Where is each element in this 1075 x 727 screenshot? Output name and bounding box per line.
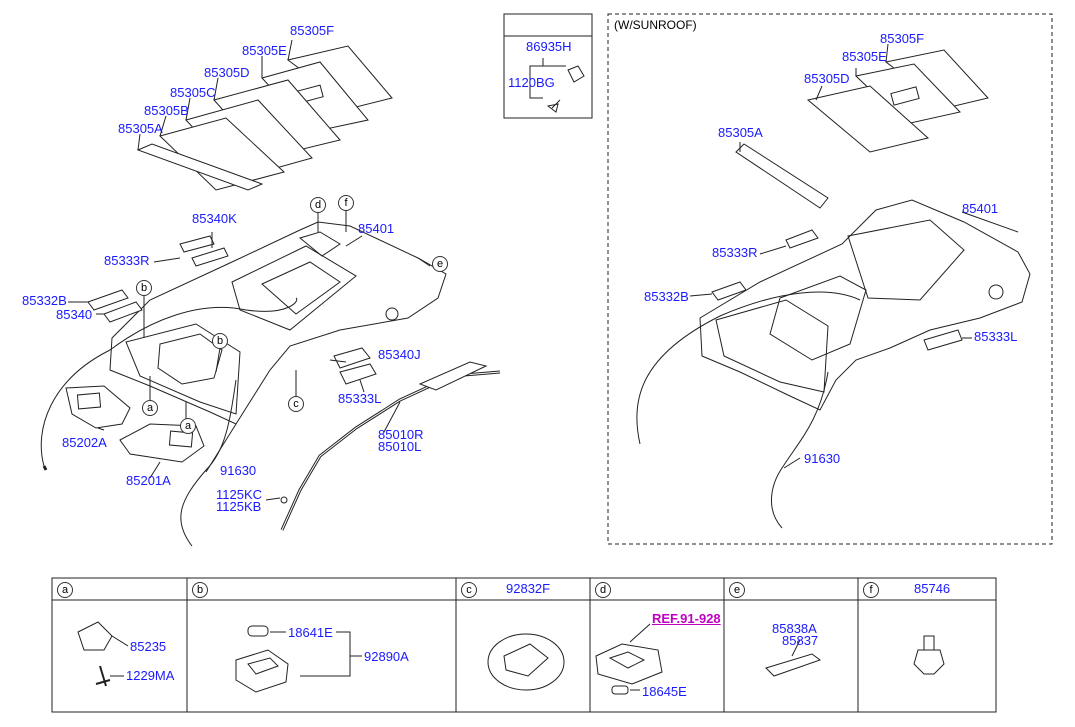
sunroof-label-85333L: 85333L (974, 329, 1018, 344)
table-letter-e: e (729, 582, 745, 598)
label-1120BG: 1120BG (508, 75, 555, 90)
label-18645E: 18645E (642, 684, 687, 699)
label-85305E: 85305E (242, 43, 287, 58)
sunroof-label-85332B: 85332B (644, 289, 689, 304)
label-92890A: 92890A (364, 649, 409, 664)
label-85837: 85837 (782, 633, 819, 648)
sunroof-label-85305E: 85305E (842, 49, 887, 64)
label-91630: 91630 (220, 463, 257, 478)
part-85235-icon (77, 621, 113, 651)
cover-92832F-icon (487, 633, 565, 691)
curtain-airbag-85010 (280, 361, 501, 531)
label-85340K: 85340K (192, 211, 237, 226)
table-letter-b: b (192, 582, 208, 598)
label-85401: 85401 (358, 221, 395, 236)
callout-e: e (432, 256, 448, 272)
label-86935H: 86935H (526, 39, 572, 54)
bulb-18641E-icon (247, 625, 269, 637)
bolt-1120BG (546, 99, 561, 113)
label-85340J: 85340J (378, 347, 421, 362)
handle-85340K (179, 235, 229, 267)
sunvisor-85201A (119, 423, 205, 463)
table-head-85746: 85746 (914, 581, 951, 596)
label-85202A: 85202A (62, 435, 107, 450)
label-85010L: 85010L (378, 439, 422, 454)
lamp-92890A-icon (235, 649, 289, 693)
label-85305B: 85305B (144, 103, 189, 118)
headliner-85401 (109, 221, 447, 425)
label-1125KB: 1125KB (216, 499, 262, 514)
ref-link-91-928[interactable]: REF.91-928 (652, 611, 721, 626)
clip-86935H (567, 65, 585, 83)
bulb-18645E-icon (611, 685, 629, 695)
label-85838A: 85838A (772, 621, 817, 636)
label-85201A: 85201A (126, 473, 171, 488)
table-letter-f: f (863, 582, 879, 598)
sunroof-label-85401: 85401 (962, 201, 999, 216)
label-85305A: 85305A (118, 121, 163, 136)
label-1125KC: 1125KC (216, 487, 263, 502)
sunroof-label-91630: 91630 (804, 451, 841, 466)
clip-85746-icon (913, 635, 945, 675)
sunroof-label-85305A: 85305A (718, 125, 763, 140)
label-85332B: 85332B (22, 293, 67, 308)
label-85305F: 85305F (290, 23, 335, 38)
map-lamp-icon (595, 643, 663, 685)
callout-a-1: a (142, 400, 158, 416)
callout-c: c (288, 396, 304, 412)
callout-f: f (338, 195, 354, 211)
sunroof-label-85305F: 85305F (880, 31, 925, 46)
bracket-85332B (87, 289, 143, 323)
sunroof-label-85305D: 85305D (804, 71, 850, 86)
table-head-92832F: 92832F (506, 581, 551, 596)
label-85235: 85235 (130, 639, 167, 654)
table-letter-d: d (595, 582, 611, 598)
callout-a-2: a (180, 418, 196, 434)
pad-85305A (136, 143, 264, 191)
label-85010R: 85010R (378, 427, 424, 442)
label-85305C: 85305C (170, 85, 216, 100)
callout-d: d (310, 197, 326, 213)
label-85305D: 85305D (204, 65, 250, 80)
part-1229MA-icon (95, 665, 111, 687)
sunroof-box (607, 13, 1053, 545)
sunvisor-85202A (65, 385, 131, 429)
table-letter-c: c (461, 582, 477, 598)
callout-b-1: b (136, 280, 152, 296)
label-18641E: 18641E (288, 625, 333, 640)
sunroof-title: (W/SUNROOF) (614, 18, 697, 32)
parts-table-grid (51, 577, 997, 713)
handle-85340J (333, 347, 377, 385)
label-1229MA: 1229MA (126, 668, 175, 683)
label-85340: 85340 (56, 307, 93, 322)
table-letter-a: a (57, 582, 73, 598)
sunroof-label-85333R: 85333R (712, 245, 758, 260)
label-85333L: 85333L (338, 391, 382, 406)
label-85333R: 85333R (104, 253, 150, 268)
wire-91630 (40, 297, 298, 547)
callout-b-2: b (212, 333, 228, 349)
bracket-85838A-icon (765, 653, 822, 677)
